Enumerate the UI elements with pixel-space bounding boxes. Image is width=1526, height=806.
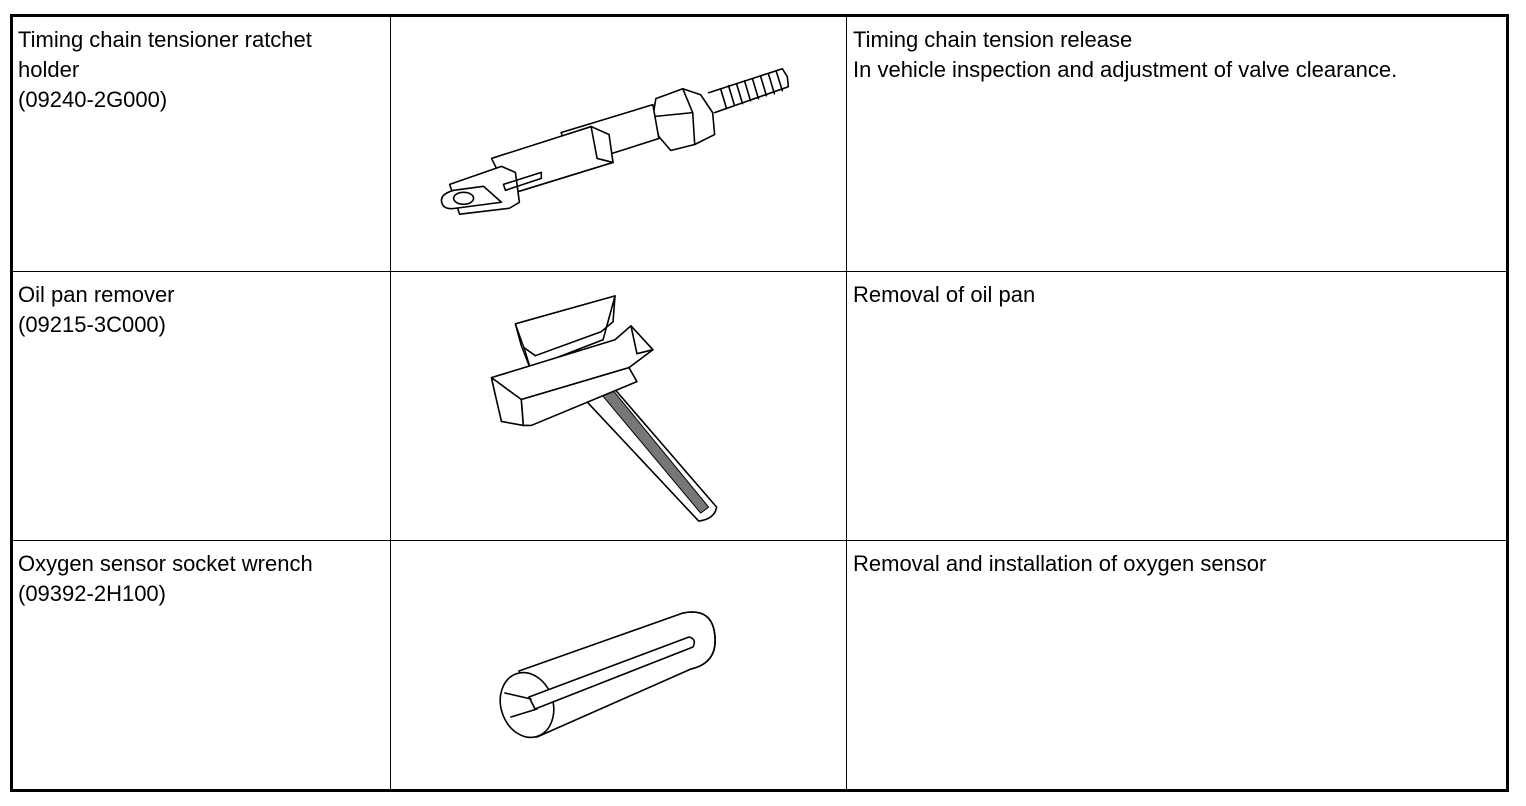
- oil-pan-remover-icon: [490, 295, 718, 522]
- table-row: Oil pan remover (09215-3C000) Removal: [13, 272, 1506, 541]
- table-row: Timing chain tensioner ratchet holder (0…: [13, 17, 1506, 272]
- tool-use-cell: Timing chain tension release In vehicle …: [847, 17, 1506, 271]
- tool-name-line: Oxygen sensor socket wrench: [18, 551, 313, 576]
- tool-use-line: Removal of oil pan: [853, 282, 1036, 307]
- table-row: Oxygen sensor socket wrench (09392-2H100…: [13, 541, 1506, 789]
- tool-use-cell: Removal of oil pan: [847, 272, 1506, 540]
- socket-wrench-icon: [499, 611, 716, 739]
- ratchet-holder-icon: [440, 67, 790, 216]
- tool-name-cell: Oil pan remover (09215-3C000): [13, 272, 391, 540]
- tool-name-cell: Oxygen sensor socket wrench (09392-2H100…: [13, 541, 391, 789]
- tool-illustration-cell: [391, 17, 847, 271]
- tool-use-line: Removal and installation of oxygen senso…: [853, 551, 1267, 576]
- tool-use-line: Timing chain tension release: [853, 27, 1133, 52]
- tool-name-line: Oil pan remover: [18, 282, 175, 307]
- tool-part-number: (09392-2H100): [18, 581, 166, 606]
- tool-part-number: (09215-3C000): [18, 312, 166, 337]
- tool-use-line: In vehicle inspection and adjustment of …: [853, 57, 1398, 82]
- tool-part-number: (09240-2G000): [18, 87, 168, 112]
- tool-illustration-cell: [391, 272, 847, 540]
- tool-name-line: Timing chain tensioner ratchet: [18, 27, 312, 52]
- tool-name-cell: Timing chain tensioner ratchet holder (0…: [13, 17, 391, 271]
- special-tools-table: Timing chain tensioner ratchet holder (0…: [10, 14, 1509, 792]
- tool-use-cell: Removal and installation of oxygen senso…: [847, 541, 1506, 789]
- tool-name-line: holder: [18, 57, 80, 82]
- tool-illustration-cell: [391, 541, 847, 789]
